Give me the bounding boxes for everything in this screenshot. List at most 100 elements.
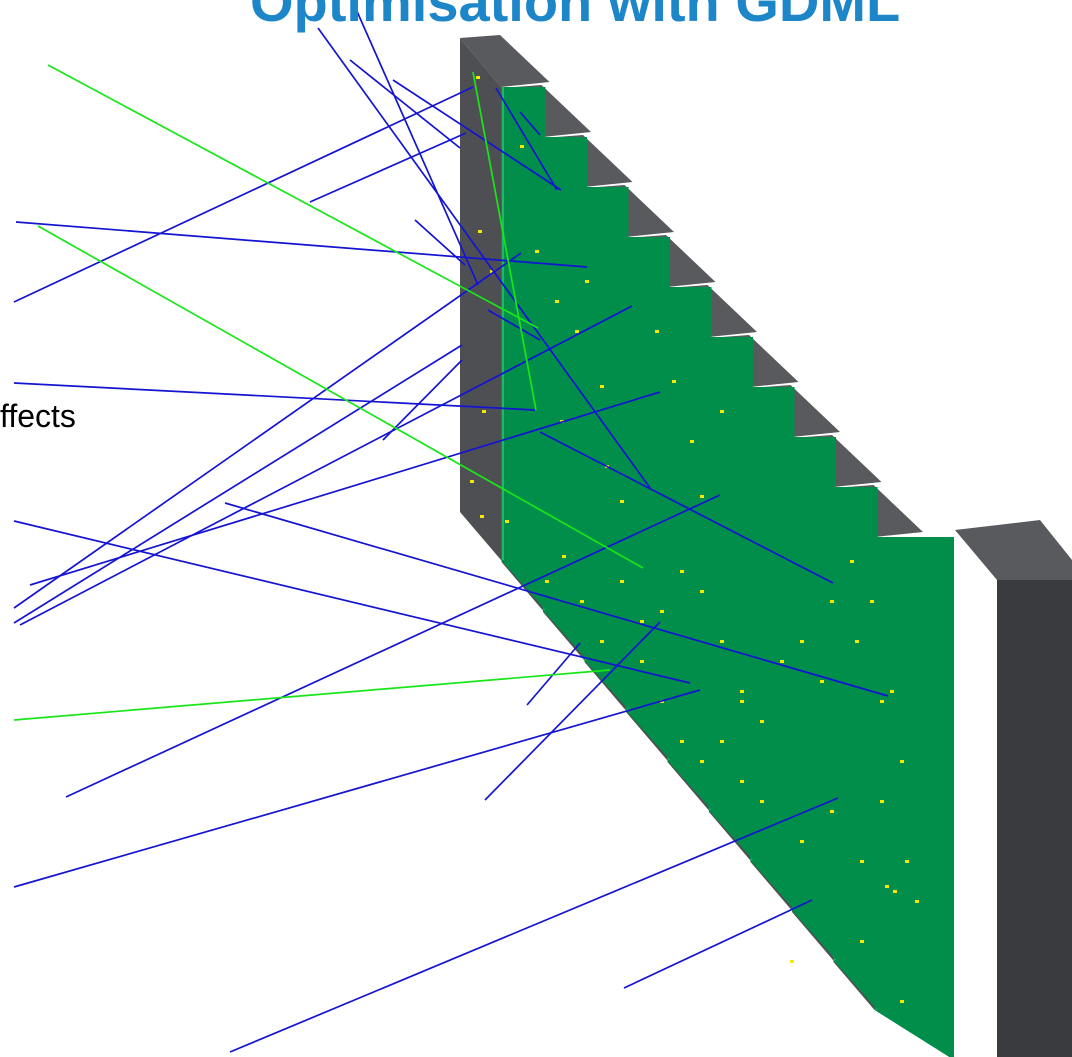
energy-hit [490,270,494,273]
energy-hit [855,640,859,643]
energy-hit [478,230,482,233]
scintillator-face [833,487,878,1010]
energy-hit [740,780,744,783]
energy-hit [860,940,864,943]
blue-track [414,219,466,266]
energy-hit [885,885,889,888]
energy-hit [800,840,804,843]
blue-track [13,344,463,624]
energy-hit [660,610,664,613]
blue-track [487,309,541,341]
energy-hit [880,700,884,703]
energy-hit [900,1000,904,1003]
energy-hit [830,810,834,813]
energy-hit [700,590,704,593]
calorimeter-stack [460,35,1072,1057]
blue-track [309,132,467,203]
energy-hit [700,760,704,763]
blue-track [392,79,562,191]
energy-hit [575,330,579,333]
blue-track [495,87,558,191]
energy-hit [760,800,764,803]
blue-track [382,359,463,441]
blue-track [229,797,839,1053]
energy-hit [820,680,824,683]
energy-hit [585,280,589,283]
energy-hit [482,410,486,413]
energy-hit [860,860,864,863]
green-track [37,225,644,569]
energy-hit [800,640,804,643]
energy-hit [720,740,724,743]
energy-hit [672,380,676,383]
blue-track [351,0,479,286]
energy-hit [870,600,874,603]
energy-hit [720,640,724,643]
energy-hit [790,960,794,963]
energy-hit [880,800,884,803]
rear-absorber-top [955,520,1072,580]
slide-text-fragment: ffects [0,398,76,434]
energy-hit [680,570,684,573]
energy-hit [890,690,894,693]
blue-track [19,305,633,626]
green-track [472,71,537,411]
energy-hit [830,600,834,603]
energy-hit [505,520,509,523]
energy-hit [476,76,480,79]
energy-hit [640,660,644,663]
scintillator-face [750,387,795,910]
blue-track [65,494,721,798]
energy-hit [520,145,524,148]
scintillator-face [584,187,629,710]
blue-track [519,111,541,136]
energy-hit [600,385,604,388]
energy-hit [905,860,909,863]
blue-track [484,621,661,801]
energy-hit [545,580,549,583]
blue-track [623,899,813,989]
green-track [47,64,539,329]
particle-tracks [13,0,889,1053]
scintillator-face [791,437,836,960]
blue-track [13,382,536,411]
scintillator-face [708,337,753,860]
blue-track [13,689,701,888]
scintillator-face [874,537,954,1057]
scintillator-face [667,287,712,810]
energy-hit [620,500,624,503]
slide-title: Optimisation with GDML [250,0,901,33]
absorber-plate-top [460,35,550,87]
scintillator-face [625,237,670,760]
energy-hit [900,760,904,763]
blue-track [13,86,474,303]
energy-hit [600,640,604,643]
energy-hit [640,620,644,623]
energy-hit [893,890,897,893]
blue-track [13,252,522,609]
rear-absorber-slab [997,580,1072,1057]
energy-hit [850,560,854,563]
blue-track [349,59,461,149]
blue-track [29,391,661,586]
scintillator-face [501,87,546,610]
energy-hit [680,740,684,743]
energy-hit [480,515,484,518]
energy-hit [535,250,539,253]
blue-track [224,502,889,697]
blue-track [539,431,834,584]
energy-hit [562,555,566,558]
energy-hit [555,300,559,303]
energy-hit [655,330,659,333]
green-track [13,669,611,721]
energy-hit [700,495,704,498]
energy-hit [740,700,744,703]
blue-track [15,221,588,268]
energy-hit [580,600,584,603]
energy-hit [760,720,764,723]
blue-track [13,520,691,684]
energy-hit [740,690,744,693]
energy-hit [720,410,724,413]
energy-hit [470,480,474,483]
